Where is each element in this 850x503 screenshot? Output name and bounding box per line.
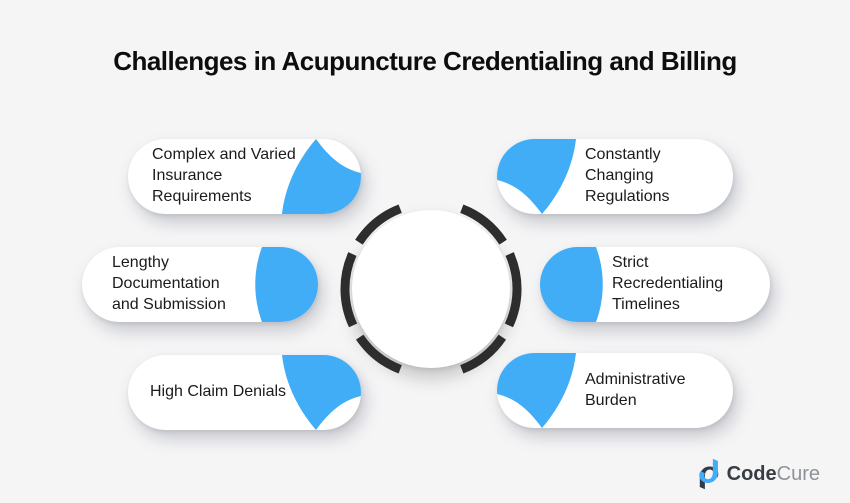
blue-leaf-accent xyxy=(282,355,361,430)
blue-leaf-accent xyxy=(497,139,576,214)
blue-halfcap-accent xyxy=(540,247,603,322)
pill-label: Lengthy Documentation and Submission xyxy=(112,254,226,313)
pill-label: Complex and Varied Insurance Requirement… xyxy=(152,146,296,205)
challenge-pill-complex-insurance: Complex and Varied Insurance Requirement… xyxy=(128,139,361,214)
blue-halfcap-accent xyxy=(255,247,318,322)
challenge-pill-changing-regulations: Constantly Changing Regulations xyxy=(497,139,733,214)
codecure-logo: CodeCure xyxy=(694,457,820,491)
blue-leaf-accent xyxy=(497,353,576,428)
challenge-pill-recredentialing-timelines: Strict Recredentialing Timelines xyxy=(540,247,770,322)
logo-word-cure: Cure xyxy=(776,462,820,485)
logo-wordmark: CodeCure xyxy=(727,463,820,486)
blue-leaf-accent xyxy=(282,139,361,214)
logo-word-code: Code xyxy=(726,462,777,485)
pill-label: High Claim Denials xyxy=(150,383,287,401)
pill-label: Administrative Burden xyxy=(585,370,686,409)
challenge-pill-administrative-burden: Administrative Burden xyxy=(497,353,733,428)
hub-segmented-ring xyxy=(340,204,522,374)
challenge-pill-lengthy-documentation: Lengthy Documentation and Submission xyxy=(82,247,318,322)
codecure-logo-icon xyxy=(698,458,718,490)
pill-label: Strict Recredentialing Timelines xyxy=(612,254,724,313)
challenge-pill-high-claim-denials: High Claim Denials xyxy=(128,355,361,430)
pill-label: Constantly Changing Regulations xyxy=(585,146,670,205)
hub-white-circle xyxy=(352,210,510,368)
page-title: Challenges in Acupuncture Credentialing … xyxy=(113,46,737,76)
